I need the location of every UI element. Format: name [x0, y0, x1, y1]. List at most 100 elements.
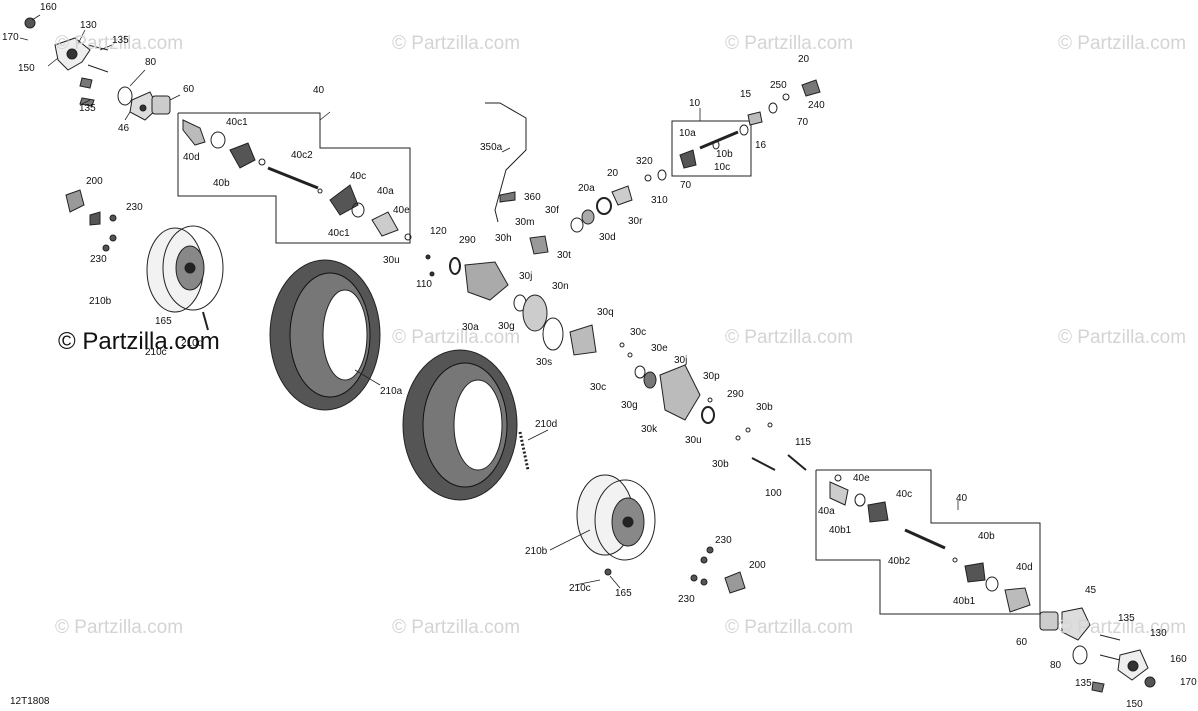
part-label: 40b1	[953, 596, 976, 607]
watermark-logo: © Partzilla.com	[58, 328, 220, 355]
watermark: © Partzilla.com	[1058, 617, 1187, 638]
part-label: 46	[118, 123, 130, 134]
part-label: 350a	[480, 142, 503, 153]
part-label: 30t	[557, 250, 571, 261]
part-label: 40c1	[226, 117, 248, 128]
part-label: 115	[795, 437, 811, 448]
part-label: 110	[416, 279, 432, 290]
part-label: 130	[80, 20, 97, 31]
part-label: 30g	[621, 400, 638, 411]
part-label: 160	[1170, 654, 1187, 665]
callout-box-10	[671, 120, 752, 177]
part-label: 30q	[597, 307, 614, 318]
part-label: 40d	[1016, 562, 1033, 573]
part-label: 150	[18, 63, 35, 74]
watermark: © Partzilla.com	[725, 33, 854, 54]
part-label: 30b	[712, 459, 729, 470]
part-label: 120	[430, 226, 447, 237]
part-label: 16	[755, 140, 767, 151]
part-label: 10	[689, 98, 701, 109]
hub-carrier-top-left	[24, 17, 171, 121]
wheel-rim-right	[518, 431, 656, 561]
part-label: 40	[313, 85, 325, 96]
part-label: 40c	[350, 171, 367, 182]
part-label: 70	[680, 180, 692, 191]
part-label: 30r	[628, 216, 643, 227]
part-label: 80	[1050, 660, 1062, 671]
part-label: 200	[86, 176, 103, 187]
part-label: 30f	[545, 205, 559, 216]
part-label: 40d	[183, 152, 200, 163]
part-label: 210d	[181, 338, 204, 349]
leader-lines	[19, 14, 959, 589]
part-label: 80	[145, 57, 157, 68]
part-label: 230	[90, 254, 107, 265]
part-label: 30a	[462, 322, 479, 333]
part-label: 30c	[590, 382, 607, 393]
part-label: 70	[797, 117, 809, 128]
part-label: 230	[126, 202, 143, 213]
part-label: 30u	[383, 255, 400, 266]
part-label: 165	[615, 588, 632, 599]
part-label: 30n	[552, 281, 569, 292]
tire-right	[402, 349, 518, 501]
watermark: © Partzilla.com	[725, 327, 854, 348]
part-label: 30c	[630, 327, 647, 338]
watermark: © Partzilla.com	[392, 617, 521, 638]
part-label: 45	[1085, 585, 1097, 596]
part-label: 135	[79, 103, 96, 114]
part-label: 30m	[515, 217, 535, 228]
watermark: © Partzilla.com	[55, 33, 184, 54]
hub-carrier-bottom-right	[1039, 607, 1156, 693]
part-label: 290	[459, 235, 476, 246]
part-label: 40e	[853, 473, 870, 484]
part-label: 30u	[685, 435, 702, 446]
part-label: 100	[765, 488, 782, 499]
part-label: 60	[183, 84, 195, 95]
part-label: 160	[40, 2, 57, 13]
part-label: 130	[1150, 628, 1167, 639]
part-label: 210b	[525, 546, 548, 557]
part-label: 30s	[536, 357, 553, 368]
part-label: 40c2	[291, 150, 313, 161]
part-label: 240	[808, 100, 825, 111]
watermark: © Partzilla.com	[392, 33, 521, 54]
part-label: 230	[715, 535, 732, 546]
part-label: 250	[770, 80, 787, 91]
part-label: 310	[651, 195, 668, 206]
part-label: 40a	[818, 506, 835, 517]
part-label: 230	[678, 594, 695, 605]
part-label: 20a	[578, 183, 595, 194]
part-label: 30e	[651, 343, 668, 354]
part-label: 60	[1016, 637, 1028, 648]
diagram-code: 12T1808	[10, 696, 50, 707]
part-label: 40b	[213, 178, 230, 189]
part-label: 40e	[393, 205, 410, 216]
drive-shaft-bottom	[829, 474, 1031, 613]
part-label: 40a	[377, 186, 394, 197]
part-label: 290	[727, 389, 744, 400]
part-label: 40	[956, 493, 968, 504]
watermark: © Partzilla.com	[1058, 33, 1187, 54]
small-parts-bottom	[604, 546, 746, 594]
part-label: 40b1	[829, 525, 852, 536]
part-label: 170	[1180, 677, 1197, 688]
watermark: © Partzilla.com	[725, 617, 854, 638]
part-label: 30g	[498, 321, 515, 332]
part-label: 40c	[896, 489, 913, 500]
part-label: 30k	[641, 424, 658, 435]
part-label: 30b	[756, 402, 773, 413]
part-label: 40c1	[328, 228, 350, 239]
part-label: 10b	[716, 149, 733, 160]
part-label: 210c	[569, 583, 591, 594]
small-parts-left	[65, 189, 117, 252]
part-label: 15	[740, 89, 752, 100]
part-label: 135	[1075, 678, 1092, 689]
part-label: 200	[749, 560, 766, 571]
part-label: 40b	[978, 531, 995, 542]
part-label: 165	[155, 316, 172, 327]
watermark: © Partzilla.com	[1058, 327, 1187, 348]
drive-shaft-top	[182, 119, 412, 241]
part-label: 170	[2, 32, 19, 43]
